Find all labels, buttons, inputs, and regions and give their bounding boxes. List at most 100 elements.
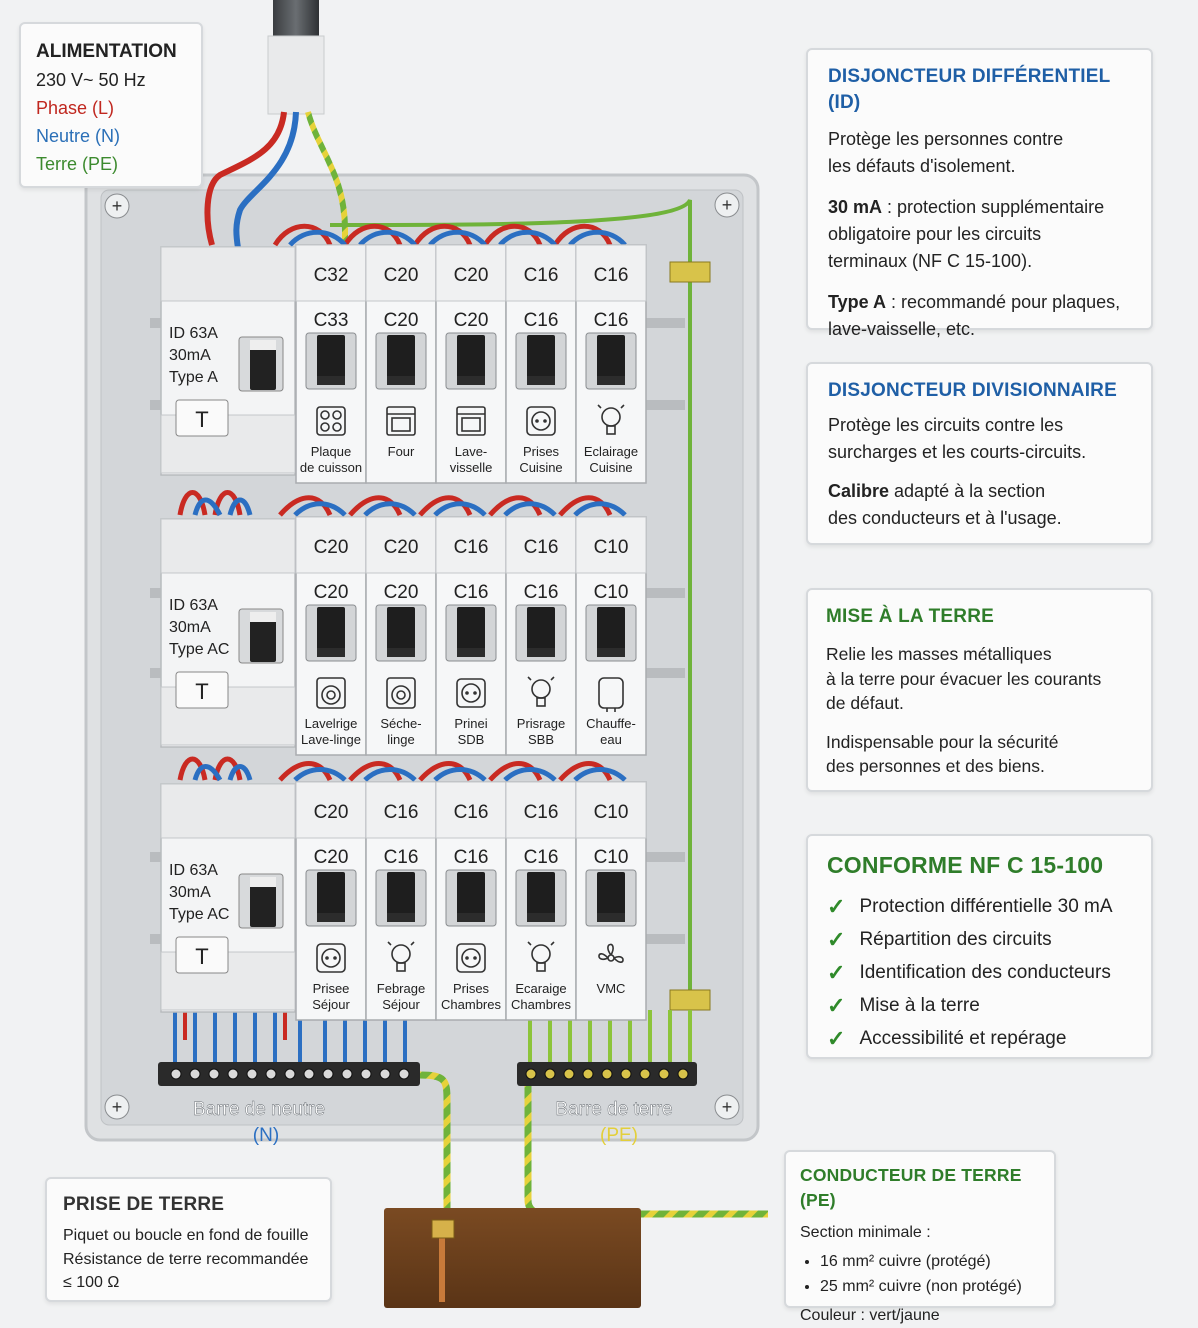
check-icon: ✓ xyxy=(827,1026,846,1051)
terminal-screw xyxy=(170,1068,182,1080)
terminal-screw xyxy=(189,1068,201,1080)
breaker-rating: C20 xyxy=(314,847,349,868)
div-card-title: DISJONCTEUR DIVISIONNAIRE xyxy=(828,380,1117,401)
breaker-toggle xyxy=(317,607,345,657)
breaker-circuit-label: Lavelrige xyxy=(305,716,358,731)
breaker-top-rating: C20 xyxy=(384,265,419,286)
test-button xyxy=(175,936,229,974)
breaker-circuit-label: Prisrage xyxy=(517,716,565,731)
breaker-top xyxy=(505,244,577,302)
pe-card-intro: Section minimale : xyxy=(800,1224,931,1241)
breaker-top-rating: C20 xyxy=(314,802,349,823)
id-card-text: terminaux (NF C 15-100). xyxy=(828,251,1033,271)
screw-icon: + xyxy=(714,192,740,218)
breaker-circuit-label: Séjour xyxy=(312,997,350,1012)
earth-terminals xyxy=(525,1068,689,1080)
breaker-circuit-label: Chauffe- xyxy=(586,716,636,731)
terminal-screw xyxy=(322,1068,334,1080)
neutral-bar-sub: (N) xyxy=(253,1125,279,1146)
breaker-toggle xyxy=(317,335,345,385)
breaker-toggle xyxy=(597,872,625,922)
dishwasher-icon xyxy=(456,406,486,436)
breaker-circuit-label: eau xyxy=(600,732,622,747)
phase-wire xyxy=(204,111,287,246)
terminal-screw xyxy=(360,1068,372,1080)
ground-electrode-card: PRISE DE TERRE Piquet ou boucle en fond … xyxy=(45,1177,332,1302)
breaker-toggle xyxy=(527,335,555,385)
differential-cap xyxy=(160,518,296,574)
earthing-card: MISE À LA TERRE Relie les masses métalli… xyxy=(806,588,1153,792)
compliance-item-label: Mise à la terre xyxy=(859,995,980,1016)
breaker-toggle xyxy=(457,872,485,922)
breaker-top xyxy=(295,781,367,839)
supply-phase: Phase (L) xyxy=(36,98,115,118)
earth-card-title: MISE À LA TERRE xyxy=(826,606,995,627)
ground-card-title: PRISE DE TERRE xyxy=(63,1194,225,1215)
red-wiring-bottom xyxy=(183,1010,287,1040)
terminal-screw xyxy=(525,1068,537,1080)
breaker-toggle-base xyxy=(597,648,625,657)
terminal-screw xyxy=(601,1068,613,1080)
breaker-toggle-base xyxy=(317,376,345,385)
breaker-circuit-label: Lave- xyxy=(455,444,488,459)
screw-icon: + xyxy=(104,193,130,219)
breaker-toggle-base xyxy=(527,913,555,922)
compliance-item: ✓Mise à la terre xyxy=(827,989,1135,1022)
earth-clamp xyxy=(669,989,711,1011)
earth-conductor-card: CONDUCTEUR DE TERRE (PE) Section minimal… xyxy=(784,1150,1056,1324)
breaker-toggle xyxy=(317,872,345,922)
hob-icon xyxy=(316,406,346,436)
breaker-rating: C16 xyxy=(524,582,559,603)
breaker-top xyxy=(575,516,647,574)
id-card-text: obligatoire pour les circuits xyxy=(828,224,1042,244)
breaker-rating: C10 xyxy=(594,847,629,868)
breaker-toggle-base xyxy=(387,913,415,922)
id-card-bold: 30 mA xyxy=(828,197,883,217)
screw-icon: + xyxy=(104,1094,130,1120)
breaker-toggle-base xyxy=(527,376,555,385)
supply-cable xyxy=(273,0,319,40)
earth-card-text: des personnes et des biens. xyxy=(826,756,1045,776)
terminal-screw xyxy=(639,1068,651,1080)
breaker-rating: C33 xyxy=(314,310,349,331)
earth-card-text: de défaut. xyxy=(826,693,904,713)
socket-icon xyxy=(526,406,556,436)
breaker-top-rating: C32 xyxy=(314,265,349,286)
breaker-toggle xyxy=(457,607,485,657)
compliance-item-label: Identification des conducteurs xyxy=(859,962,1111,983)
differential-cap xyxy=(160,246,296,302)
breaker-top-rating: C20 xyxy=(314,537,349,558)
div-card-bold: Calibre xyxy=(828,481,890,501)
svg-text:+: + xyxy=(112,196,123,216)
breaker-circuit-label: Prises xyxy=(453,981,490,996)
breaker-top-rating: C16 xyxy=(454,802,489,823)
breaker-toggle-base xyxy=(597,376,625,385)
div-card-text: surcharges et les courts-circuits. xyxy=(828,442,1087,462)
differential-label: Type AC xyxy=(169,641,229,658)
breaker-top xyxy=(295,244,367,302)
terminal-screw xyxy=(677,1068,689,1080)
fan-icon xyxy=(598,943,624,963)
breaker-circuit-label: de cuisson xyxy=(300,460,362,475)
breaker-circuit-label: Prisee xyxy=(313,981,350,996)
terminal-screw xyxy=(227,1068,239,1080)
id-card-bold: Type A xyxy=(828,292,887,312)
terminal-screw xyxy=(398,1068,410,1080)
breaker-circuit-label: Chambres xyxy=(511,997,571,1012)
earth-bar-sub: (PE) xyxy=(600,1125,638,1146)
breaker-circuit-label: Prises xyxy=(523,444,560,459)
differential-cap xyxy=(160,783,296,839)
earth-wire xyxy=(329,198,692,1000)
breaker-toggle xyxy=(387,335,415,385)
